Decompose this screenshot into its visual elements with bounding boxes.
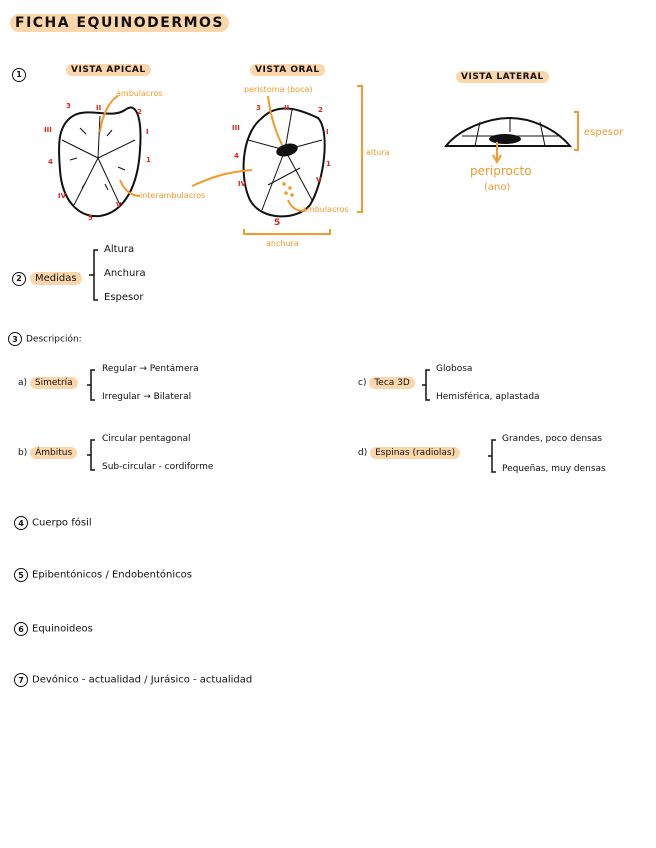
ano-label: (ano) [484, 182, 510, 193]
apical-numeral: II [96, 104, 101, 112]
apical-numeral: 2 [137, 108, 142, 116]
altura-bracket [357, 86, 362, 212]
ambitus-heading: b) Ámbitus [18, 448, 77, 458]
medidas-item: Anchura [104, 268, 146, 279]
teca-item: Globosa [436, 364, 472, 374]
simetria-heading: a) Simetría [18, 378, 78, 388]
teca-item: Hemisférica, aplastada [436, 392, 540, 402]
medidas-item: Espesor [104, 292, 143, 303]
oral-numeral: V [316, 176, 321, 184]
espinas-heading: d) Espinas (radiolas) [358, 448, 460, 458]
apical-numeral: III [44, 126, 52, 134]
apical-numeral: 4 [48, 158, 53, 166]
oral-numeral: III [232, 124, 240, 132]
oral-test-outline [244, 108, 325, 216]
apical-numeral: IV [58, 192, 66, 200]
oral-numeral: 2 [318, 106, 323, 114]
simetria-item: Regular → Pentámera [102, 364, 199, 374]
simetria-brace [87, 370, 95, 400]
medidas-brace [89, 250, 98, 300]
espinas-item: Grandes, poco densas [502, 434, 602, 444]
anchura-label: anchura [266, 239, 299, 248]
oral-numeral: 3 [256, 104, 261, 112]
periprocto-label: periprocto [470, 164, 532, 178]
apical-ambulacros-label: ambulacros [116, 89, 163, 98]
oral-peristoma-leader [268, 96, 282, 145]
oral-numeral: I [326, 128, 329, 136]
apical-numeral: 3 [66, 102, 71, 110]
apical-numeral: V [116, 201, 121, 209]
apical-numeral: 1 [146, 156, 151, 164]
oral-numeral: II [284, 104, 289, 112]
espesor-bracket [574, 112, 578, 150]
oral-numeral: 1 [326, 160, 331, 168]
oral-orange-dots [282, 182, 294, 197]
apical-interambulacros-leader [120, 180, 140, 196]
apical-numeral: 5 [88, 214, 93, 222]
oral-numeral: IV [238, 180, 246, 188]
espinas-item: Pequeñas, muy densas [502, 464, 606, 474]
apical-ambulacra-lines [62, 116, 135, 205]
teca-brace [422, 370, 430, 400]
ambitus-brace [87, 440, 95, 470]
oral-numeral: 4 [234, 152, 239, 160]
oral-ambulacros-label: ambulacros [302, 205, 349, 214]
peristome-mouth [275, 141, 299, 158]
teca-heading: c) Teca 3D [358, 378, 415, 388]
altura-label: altura [366, 148, 390, 157]
apical-numeral: I [146, 128, 149, 136]
ambitus-item: Circular pentagonal [102, 434, 190, 444]
simetria-item: Irregular → Bilateral [102, 392, 191, 402]
oral-numeral: 5 [274, 218, 280, 228]
peristoma-label: peristoma (boca) [244, 85, 312, 94]
medidas-item: Altura [104, 244, 134, 255]
interambulacros-label: interambulacros [140, 191, 205, 200]
ambitus-item: Sub-circular - cordiforme [102, 462, 213, 472]
oral-ambulacra-lines [248, 110, 322, 210]
espesor-label: espesor [584, 127, 623, 138]
periproct [489, 134, 521, 144]
espinas-brace [488, 440, 496, 472]
anchura-bracket [244, 229, 330, 234]
